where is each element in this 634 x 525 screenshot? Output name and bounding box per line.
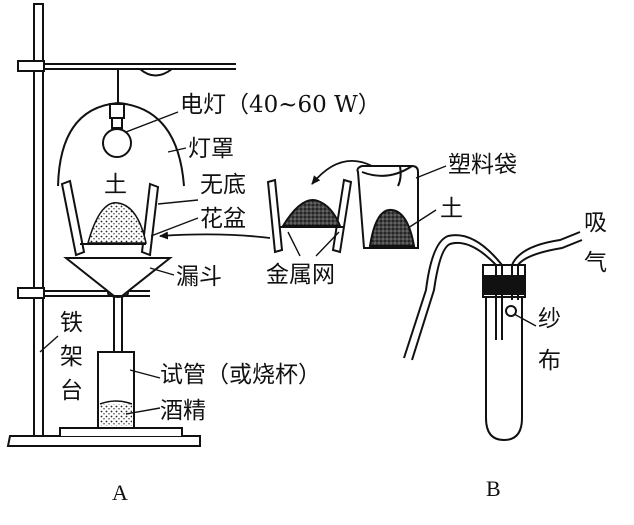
label-alcohol: 酒精: [160, 398, 206, 424]
label-pot-line2: 花盆: [200, 206, 246, 232]
funnel: [63, 257, 173, 368]
flower-pot: [60, 179, 160, 257]
leader-lines: [39, 111, 447, 415]
apparatus-b: [403, 231, 583, 442]
label-mesh: 金属网: [266, 262, 335, 288]
label-stand-2: 架: [60, 344, 83, 370]
soil-pile-pot: [87, 202, 147, 244]
label-bag: 塑料袋: [448, 152, 517, 178]
label-soil: 土: [104, 172, 127, 198]
metal-mesh-item: [266, 178, 353, 254]
caption-b: B: [486, 476, 501, 501]
soil-pile-mesh: [281, 199, 342, 227]
label-bag-soil: 土: [440, 196, 463, 222]
soil-pile-bag: [368, 208, 416, 247]
lamp: [102, 69, 132, 158]
label-pot-line1: 无底: [200, 172, 246, 198]
gauze: [505, 305, 517, 317]
label-gauze-1: 纱: [538, 306, 561, 332]
label-shade: 灯罩: [188, 136, 234, 162]
label-tube: 试管（或烧杯）: [160, 362, 321, 388]
label-suck-2: 气: [584, 250, 607, 276]
plastic-bag: [356, 165, 419, 249]
lamp-shade: [57, 101, 185, 187]
arrow-bag-to-mesh: [311, 159, 373, 185]
caption-a: A: [112, 480, 128, 505]
label-lamp: 电灯（40~60 W）: [180, 92, 381, 118]
arrow-mesh-to-pot: [159, 231, 271, 240]
label-gauze-2: 布: [538, 348, 561, 374]
label-funnel: 漏斗: [176, 264, 222, 290]
label-stand-1: 铁: [60, 310, 83, 336]
label-stand-3: 台: [60, 378, 83, 404]
test-tube-a: [97, 351, 135, 429]
leader-gauze: [513, 313, 537, 327]
iron-stand: [6, 3, 236, 447]
label-suck-1: 吸: [584, 210, 607, 236]
